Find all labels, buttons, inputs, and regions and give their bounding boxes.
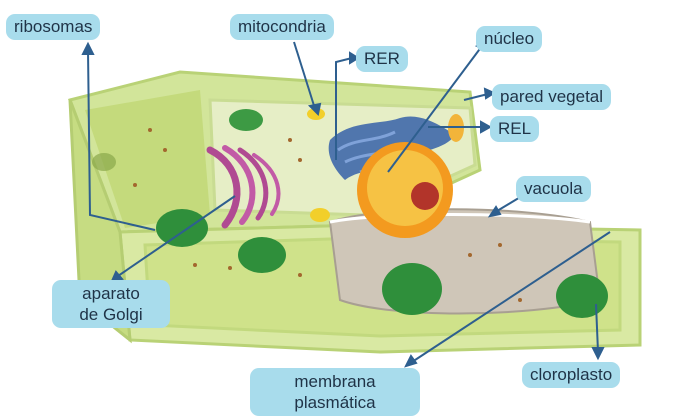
label-aparato-line2: de Golgi (60, 304, 162, 325)
label-membrana-plasmatica: membrana plasmática (250, 368, 420, 416)
chloroplast-6 (92, 153, 116, 171)
label-membrana-line2: plasmática (258, 392, 412, 413)
chloroplast-1 (156, 209, 208, 247)
arrow-rel (481, 122, 490, 132)
arrow-membrana (406, 356, 416, 366)
mitochondrion-2 (310, 208, 330, 222)
chloroplast-2 (238, 237, 286, 273)
label-mitocondria: mitocondria (230, 14, 334, 40)
chloroplast-4 (556, 274, 608, 318)
label-cloroplasto: cloroplasto (522, 362, 620, 388)
label-ribosomas: ribosomas (6, 14, 100, 40)
label-rel: REL (490, 116, 539, 142)
label-aparato-line1: aparato (60, 283, 162, 304)
arrow-ribosomas (83, 44, 93, 54)
label-membrana-line1: membrana (258, 371, 412, 392)
label-vacuola: vacuola (516, 176, 591, 202)
chloroplast-5 (229, 109, 263, 131)
label-pared-vegetal: pared vegetal (492, 84, 611, 110)
label-rer: RER (356, 46, 408, 72)
chloroplast-3 (382, 263, 442, 315)
arrow-cloroplasto (593, 348, 603, 358)
nucleolus-shape (411, 182, 439, 210)
label-nucleo: núcleo (476, 26, 542, 52)
label-aparato-de-golgi: aparato de Golgi (52, 280, 170, 328)
